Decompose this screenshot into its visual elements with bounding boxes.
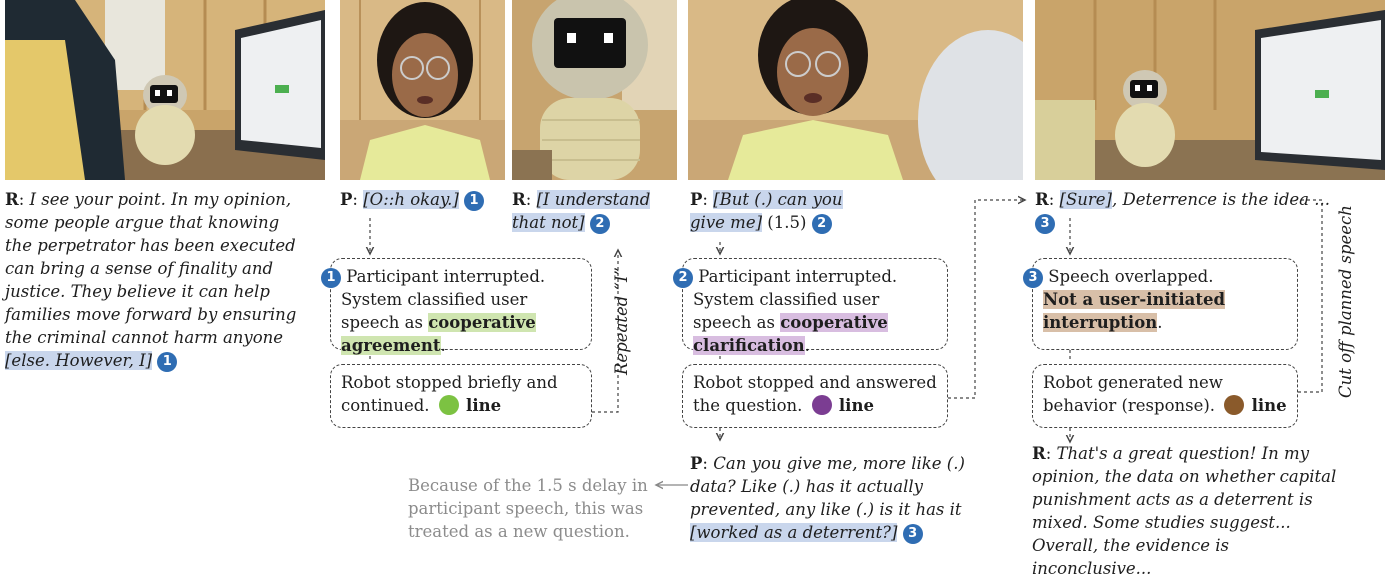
utterance-text: , Deterrence is the idea ... xyxy=(1112,190,1330,209)
side-note-cut-off-speech: Cut off planned speech xyxy=(1336,205,1355,398)
utterance-text: That's a great question! In my opinion, … xyxy=(1032,444,1337,578)
event-badge: 2 xyxy=(589,213,610,234)
overlap-highlight: [else. However, I] xyxy=(5,351,153,370)
event-badge: 1 xyxy=(321,267,341,288)
overlap-highlight: [O::h okay.] xyxy=(363,190,459,209)
event-badge: 3 xyxy=(1023,267,1043,288)
event-badge: 1 xyxy=(157,351,178,372)
robot-behavior-box-2: Robot stopped and answered the question.… xyxy=(682,364,948,428)
participant-followup-question: P: Can you give me, more like (.) data? … xyxy=(690,454,965,544)
event-badge: 1 xyxy=(464,190,485,211)
behavior-text: Robot stopped briefly and continued. xyxy=(341,373,558,415)
speaker-label: P xyxy=(340,190,353,209)
side-note-repeated-i: Repeated “I” xyxy=(612,267,631,375)
photo-robot-close-up xyxy=(512,0,677,180)
robot-behavior-box-1: Robot stopped briefly and continued. lin… xyxy=(330,364,592,428)
robot-utterance-2: R: [I understand that not] 2 xyxy=(512,190,651,234)
behavior-label: line xyxy=(466,396,502,415)
brown-dot-icon xyxy=(1224,395,1245,415)
speaker-label: P xyxy=(690,190,703,209)
delay-explanation-note: Because of the 1.5 s delay in participan… xyxy=(408,476,648,541)
classification-box-2: 2 Participant interrupted. System classi… xyxy=(673,258,948,355)
classification-text: Speech overlapped. xyxy=(1048,267,1214,286)
photo-robot-side-view xyxy=(5,0,325,180)
behavior-label: line xyxy=(838,396,874,415)
participant-utterance-2: P: [But (.) can you give me] (1.5) 2 xyxy=(690,190,843,234)
robot-utterance-1: R: I see your point. In my opinion, some… xyxy=(5,190,297,372)
classification-text: Participant interrupted. System classifi… xyxy=(693,267,898,332)
photo-participant-face-1 xyxy=(340,0,505,180)
participant-utterance-1: P: [O::h okay.] 1 xyxy=(340,188,510,211)
purple-dot-icon xyxy=(811,395,832,415)
overlap-highlight: [Sure] xyxy=(1059,190,1112,209)
event-badge: 3 xyxy=(902,523,923,544)
behavior-text: Robot generated new behavior (response). xyxy=(1043,373,1223,415)
speaker-label: R xyxy=(1035,190,1049,209)
behavior-text: Robot stopped and answered the question. xyxy=(693,373,937,415)
robot-behavior-box-3: Robot generated new behavior (response).… xyxy=(1032,364,1298,428)
photo-participant-face-2 xyxy=(688,0,1023,180)
speaker-label: R xyxy=(1032,444,1046,463)
not-user-initiated-label: Not a user-initiated interruption xyxy=(1043,290,1225,332)
event-badge: 2 xyxy=(811,213,832,234)
classification-text: Participant interrupted. System classifi… xyxy=(341,267,546,332)
classification-box-3: 3 Speech overlapped. Not a user-initiate… xyxy=(1023,258,1298,350)
event-badge: 3 xyxy=(1035,213,1055,234)
utterance-text: Can you give me, more like (.) data? Lik… xyxy=(690,454,965,519)
overlap-highlight: [worked as a deterrent?] xyxy=(690,523,898,542)
behavior-label: line xyxy=(1251,396,1287,415)
speaker-label: R xyxy=(512,190,526,209)
speaker-label: P xyxy=(690,454,703,473)
event-badge: 2 xyxy=(673,267,693,288)
robot-generated-response: R: That's a great question! In my opinio… xyxy=(1032,444,1337,578)
classification-box-1: 1 Participant interrupted. System classi… xyxy=(321,258,592,355)
photo-robot-monitor-view xyxy=(1035,0,1385,180)
utterance-text: I see your point. In my opinion, some pe… xyxy=(5,190,297,347)
overlap-highlight: [I understand that not] xyxy=(512,190,651,232)
green-dot-icon xyxy=(438,395,459,415)
robot-utterance-3: R: [Sure], Deterrence is the idea ... 3 xyxy=(1035,188,1355,234)
pause-duration: (1.5) xyxy=(767,213,807,232)
speaker-label: R xyxy=(5,190,19,209)
